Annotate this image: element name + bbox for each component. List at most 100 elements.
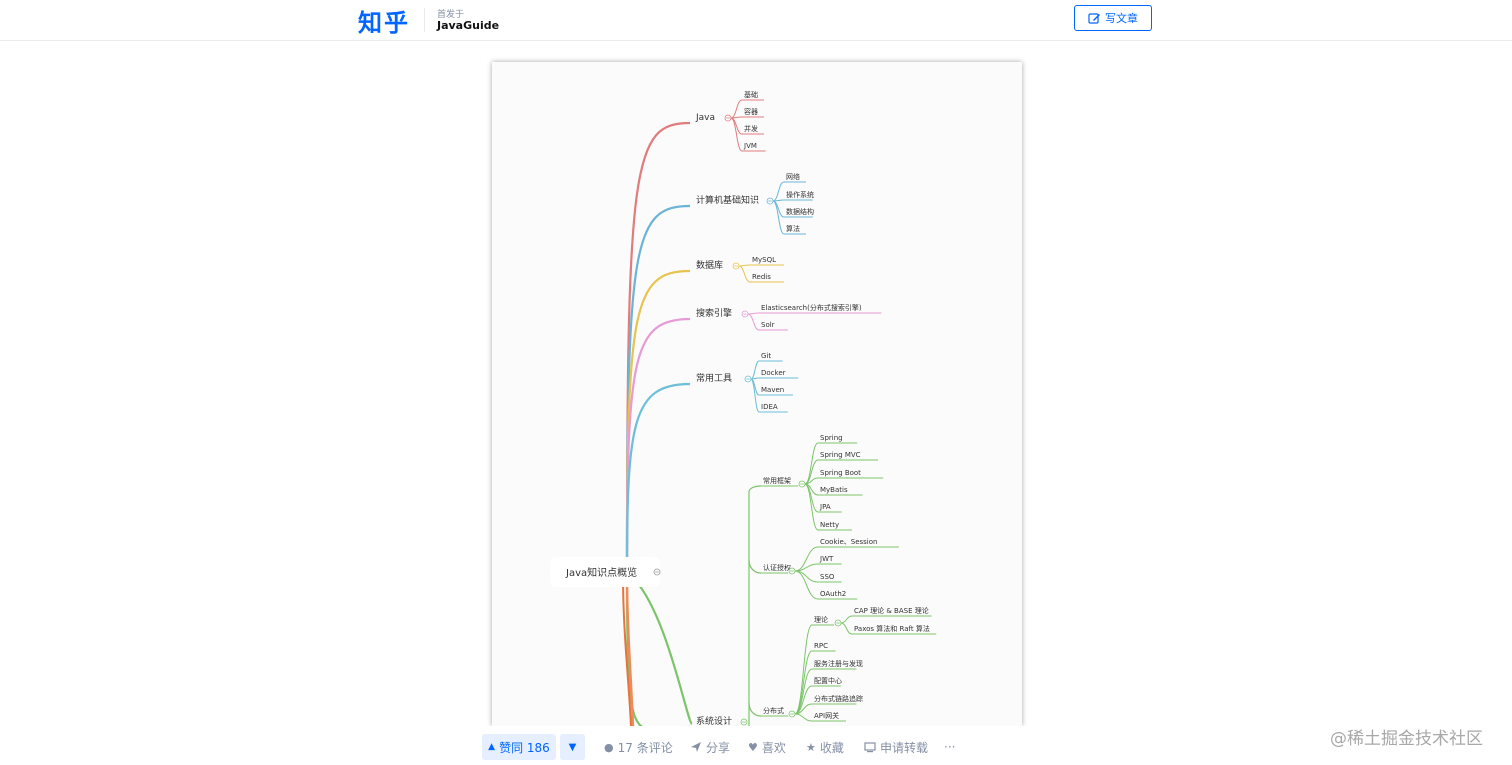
mindmap-leaf: 网络	[786, 172, 800, 181]
mindmap-group-label: 认证授权	[763, 563, 791, 572]
favorite-button[interactable]: ★ 收藏	[806, 734, 844, 760]
more-dots-icon: ···	[944, 740, 956, 754]
mindmap-connector	[794, 570, 819, 600]
mindmap-leaf: JPA	[819, 503, 831, 511]
like-label: 喜欢	[761, 740, 786, 755]
star-icon: ★	[806, 740, 816, 754]
mindmap-leaf: SSO	[820, 573, 835, 581]
mindmap-leaf: IDEA	[761, 403, 778, 411]
mindmap-branch-line	[625, 317, 691, 573]
mindmap-branch-line	[625, 121, 691, 573]
mindmap-leaf: MyBatis	[820, 486, 848, 494]
mindmap-leaf: OAuth2	[820, 590, 846, 598]
mindmap-branch-label: 搜索引擎	[696, 307, 732, 319]
mindmap-connector	[747, 312, 760, 315]
mindmap-connector	[738, 265, 751, 283]
mindmap-connector	[748, 559, 762, 574]
mindmap-leaf: Git	[761, 352, 771, 360]
mindmap-leaf: 并发	[744, 124, 758, 133]
article-action-bar: ▲ 赞同 186 ▼ ● 17 条评论 分享 ♥ 喜欢 ★ 收藏 申请转载 ··…	[0, 726, 1512, 765]
share-button[interactable]: 分享	[690, 734, 730, 760]
mindmap-leaf: MySQL	[752, 256, 776, 264]
mindmap-leaf: Spring MVC	[820, 451, 861, 459]
mindmap-leaf: Docker	[761, 369, 786, 377]
speech-bubble-icon: ●	[604, 740, 614, 754]
zhihu-logo[interactable]: 知乎	[358, 9, 410, 37]
mindmap-leaf: Paxos 算法和 Raft 算法	[854, 624, 930, 633]
mindmap-root-node	[550, 557, 660, 587]
more-button[interactable]: ···	[944, 734, 955, 760]
pen-square-icon	[1088, 12, 1100, 24]
mindmap-leaf: 配置中心	[814, 676, 842, 685]
mindmap-leaf: 容器	[744, 107, 758, 116]
mindmap-connector	[794, 546, 819, 572]
mindmap-connector	[730, 99, 743, 119]
mindmap-branch-line	[632, 577, 693, 726]
mindmap-branch-label: 数据库	[696, 259, 723, 271]
mindmap-leaf: Spring Boot	[820, 469, 861, 477]
heart-icon: ♥	[748, 740, 758, 754]
mindmap-leaf: Netty	[820, 521, 839, 529]
share-label: 分享	[706, 740, 731, 755]
repost-icon	[864, 742, 876, 753]
mindmap-group-label: 常用框架	[763, 476, 791, 485]
mindmap-leaf: 算法	[786, 224, 800, 233]
repost-button[interactable]: 申请转载	[864, 734, 928, 760]
mindmap-connector	[840, 622, 853, 635]
mindmap-connector	[804, 483, 819, 531]
vote-down-button[interactable]: ▼	[560, 734, 585, 760]
mindmap-leaf: JWT	[819, 555, 834, 563]
mindmap-connector	[772, 181, 785, 202]
mindmap-leaf: 基础	[744, 90, 758, 99]
mindmap-connector	[750, 360, 760, 380]
mindmap-branch-line	[625, 382, 691, 573]
mindmap-branch-line	[625, 204, 691, 573]
mindmap-branch-line	[625, 575, 635, 726]
mindmap-canvas: Java基础容器并发JVM计算机基础知识网络操作系统数据结构算法数据库MySQL…	[550, 90, 937, 726]
mindmap-leaf: Solr	[761, 321, 775, 329]
mindmap-connector	[772, 200, 785, 235]
mindmap-group-label: 分布式	[763, 706, 784, 715]
mindmap-connector	[794, 668, 813, 715]
mindmap-leaf: RPC	[814, 642, 828, 650]
like-button[interactable]: ♥ 喜欢	[748, 734, 786, 760]
mindmap-connector	[738, 264, 751, 267]
paper-plane-icon	[691, 742, 701, 752]
mindmap-connector	[794, 624, 813, 715]
vote-up-label: 赞同 186	[499, 740, 550, 755]
column-name-link[interactable]: JavaGuide	[437, 19, 500, 32]
mindmap-leaf: 服务注册与发现	[814, 659, 863, 668]
mindmap-group-label: 理论	[814, 615, 828, 624]
mindmap-branch-label: 系统设计	[696, 715, 732, 726]
mindmap-connector	[748, 702, 762, 717]
mindmap-connector	[804, 459, 819, 485]
favorite-label: 收藏	[819, 740, 844, 755]
mindmap-branch-line	[625, 571, 690, 726]
triangle-down-icon: ▼	[568, 741, 577, 753]
mindmap-leaf: 数据结构	[786, 207, 814, 216]
mindmap-leaf: 操作系统	[786, 190, 814, 199]
mindmap-connector	[748, 485, 762, 493]
mindmap-leaf: Maven	[761, 386, 784, 394]
mindmap-leaf: API网关	[814, 711, 839, 720]
mindmap-connector	[794, 713, 813, 722]
top-header: 知乎 首发于 JavaGuide 写文章	[0, 0, 1512, 41]
watermark-text: @稀土掘金技术社区	[1330, 729, 1483, 749]
comments-button[interactable]: ● 17 条评论	[604, 734, 673, 760]
mindmap-root-label: Java知识点概览	[565, 566, 637, 579]
mindmap-leaf: Cookie、Session	[820, 538, 877, 546]
first-published-label: 首发于	[437, 10, 465, 20]
mindmap-connector	[840, 615, 853, 624]
mindmap-branch-label: 计算机基础知识	[696, 194, 759, 206]
mindmap-connector	[750, 378, 760, 413]
mindmap-branch-label: 常用工具	[696, 372, 732, 384]
mindmap-branch-label: Java	[695, 113, 715, 123]
mindmap-branch-line	[622, 575, 632, 726]
mindmap-connector	[794, 685, 813, 715]
write-article-button[interactable]: 写文章	[1074, 5, 1152, 31]
mindmap-leaf: Spring	[820, 434, 843, 442]
mindmap-connector	[747, 313, 760, 331]
repost-label: 申请转载	[880, 740, 929, 755]
vote-up-button[interactable]: ▲ 赞同 186	[482, 734, 556, 760]
